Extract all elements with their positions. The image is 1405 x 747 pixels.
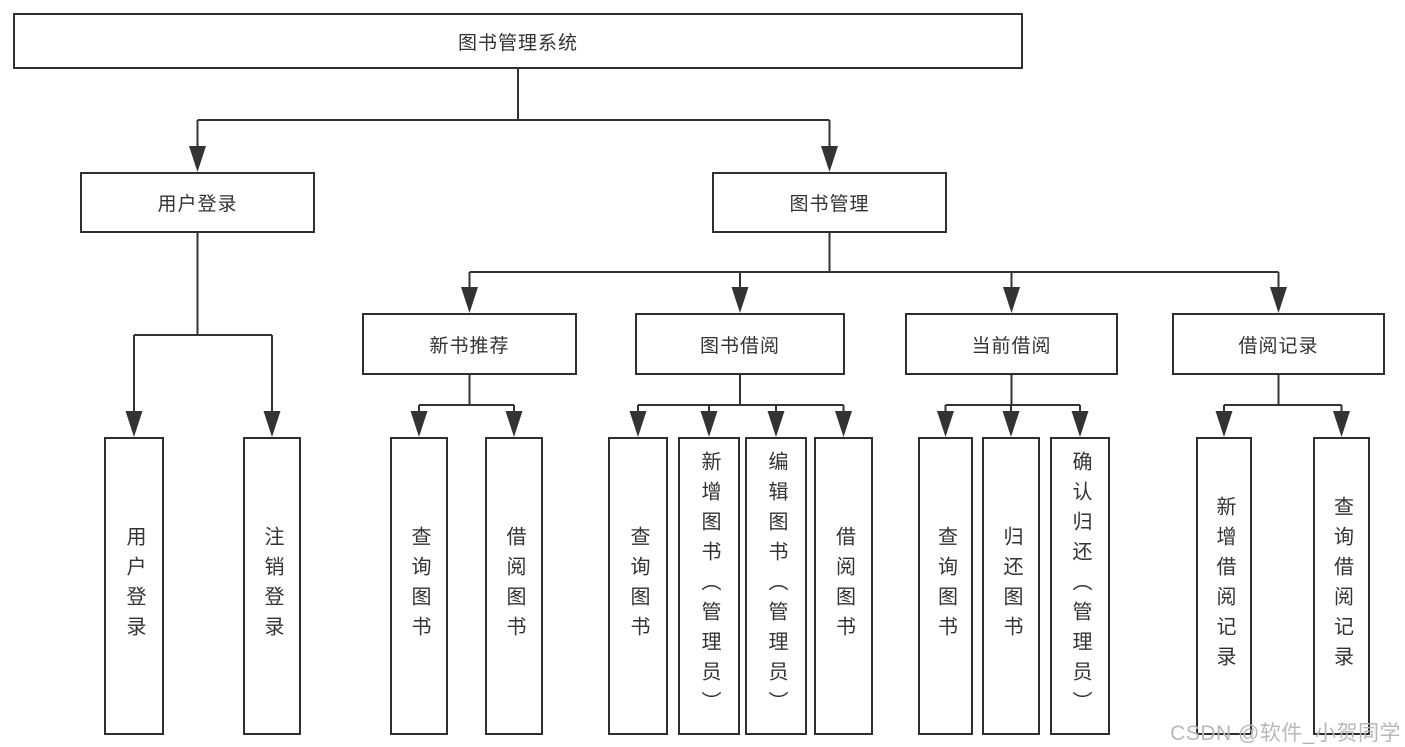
csdn-watermark: CSDN @软件_小贺同学 (1170, 722, 1401, 745)
node-label: 借阅记录 (1238, 335, 1319, 357)
node-label: 当前借阅 (971, 335, 1052, 357)
node-label: 新书推荐 (429, 335, 510, 357)
arrowhead-icon (767, 411, 785, 437)
leaf-query-books-current: 查询图书 (918, 437, 973, 735)
arrowhead-icon (1003, 287, 1020, 313)
node-label: 借阅图书 (503, 526, 525, 646)
arrowhead-icon (461, 287, 478, 313)
node-new-book-recommend: 新书推荐 (362, 313, 577, 375)
edge-root-to-level2 (196, 69, 831, 148)
node-label: 查询借阅记录 (1330, 496, 1353, 676)
node-label: 新增借阅记录 (1213, 496, 1235, 676)
node-label: 查询图书 (408, 526, 430, 646)
node-label: 新增图书（管理员） (698, 451, 720, 721)
leaf-user-login: 用户登录 (104, 437, 164, 735)
arrowhead-icon (1270, 287, 1287, 313)
arrowhead-icon (1002, 411, 1020, 437)
arrowhead-icon (125, 411, 143, 437)
node-label: 图书管理 (789, 194, 870, 215)
node-label: 查询图书 (627, 526, 649, 646)
leaf-logout: 注销登录 (243, 437, 301, 735)
arrowhead-icon (629, 411, 647, 437)
node-label: 归还图书 (1000, 526, 1022, 646)
node-label: 用户登录 (123, 526, 145, 646)
node-borrow-records: 借阅记录 (1172, 313, 1385, 375)
node-label: 确认归还（管理员） (1069, 451, 1091, 721)
leaf-add-book-admin: 新增图书（管理员） (678, 437, 740, 735)
arrowhead-icon (835, 411, 852, 437)
arrowhead-icon (1333, 411, 1350, 437)
arrowhead-icon (410, 411, 428, 437)
arrowhead-icon (1071, 411, 1089, 437)
leaf-query-books-recommend: 查询图书 (390, 437, 448, 735)
edge-borrow-records-children (1223, 375, 1343, 413)
node-book-management: 图书管理 (712, 172, 947, 233)
arrowhead-icon (731, 287, 749, 313)
connector-edges (133, 69, 1343, 413)
arrowhead-icon (821, 146, 838, 172)
edge-book-management-children (468, 233, 1280, 289)
node-label: 用户登录 (157, 194, 238, 215)
leaf-return-book: 归还图书 (982, 437, 1040, 735)
arrowhead-icon (505, 411, 523, 437)
node-label: 编辑图书（管理员） (765, 451, 787, 721)
node-user-login: 用户登录 (80, 172, 315, 233)
leaf-borrow-books-recommend: 借阅图书 (485, 437, 543, 735)
node-label: 图书管理系统 (457, 32, 578, 54)
connector-arrowheads (125, 146, 1350, 437)
edge-book-borrow-children (637, 375, 845, 413)
node-book-borrow: 图书借阅 (635, 313, 845, 375)
arrowhead-icon (937, 411, 954, 437)
node-label: 借阅图书 (832, 526, 855, 646)
node-label: 注销登录 (261, 526, 283, 646)
leaf-query-borrow-record: 查询借阅记录 (1313, 437, 1370, 735)
edge-current-borrow-children (944, 375, 1081, 413)
leaf-add-borrow-record: 新增借阅记录 (1196, 437, 1252, 735)
arrowhead-icon (1215, 411, 1233, 437)
arrowhead-icon (189, 146, 206, 172)
leaf-confirm-return-admin: 确认归还（管理员） (1050, 437, 1110, 735)
leaf-query-books-borrow: 查询图书 (608, 437, 668, 735)
edge-new-book-recommend-children (418, 375, 515, 413)
edge-user-login-children (133, 233, 273, 413)
leaf-borrow-books: 借阅图书 (814, 437, 873, 735)
node-label: 查询图书 (934, 526, 957, 646)
arrowhead-icon (700, 411, 718, 437)
node-library-management-system: 图书管理系统 (13, 13, 1023, 69)
node-current-borrow: 当前借阅 (905, 313, 1118, 375)
leaf-edit-book-admin: 编辑图书（管理员） (745, 437, 807, 735)
arrowhead-icon (263, 411, 281, 437)
node-label: 图书借阅 (699, 335, 780, 357)
